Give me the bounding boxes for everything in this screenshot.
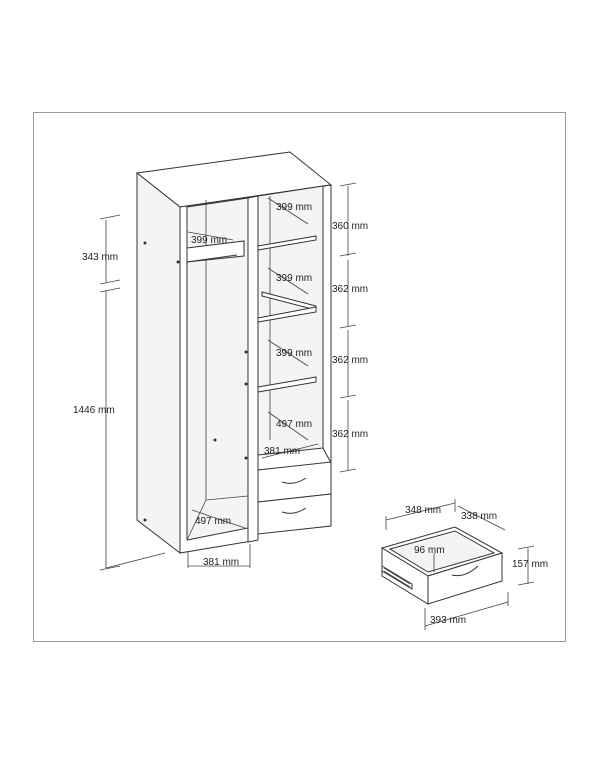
center-divider — [247, 195, 259, 543]
dim-depth-bottom: 497 mm — [191, 509, 246, 529]
drawer-handle-top — [281, 477, 307, 484]
label-rail-height: 343 mm — [82, 252, 118, 263]
label-depth-bottom: 497 mm — [195, 516, 231, 527]
label-drawer-depth: 338 mm — [461, 511, 497, 522]
label-shelf-depth-3: 399 mm — [276, 348, 312, 359]
shelf-1 — [257, 235, 317, 251]
label-gap-3: 362 mm — [332, 355, 368, 366]
right-compartment — [257, 185, 324, 479]
dim-gaps: 360 mm 362 mm 362 mm 362 mm — [332, 182, 368, 473]
wardrobe-body — [135, 151, 333, 555]
dim-shelf-depths: 399 mm 399 mm 399 mm 497 mm 381 mm — [261, 197, 319, 459]
label-gap-2: 362 mm — [332, 284, 368, 295]
label-right-width: 381 mm — [264, 446, 300, 457]
drawer-handle — [451, 565, 479, 577]
dim-total-height: 1446 mm — [73, 287, 166, 571]
label-width: 381 mm — [203, 557, 239, 568]
label-shelf-depth-1: 399 mm — [276, 202, 312, 213]
label-drawer-width: 393 mm — [430, 615, 466, 626]
label-drawer-width-inner: 348 mm — [405, 505, 441, 516]
label-gap-1: 360 mm — [332, 221, 368, 232]
drawer-handle-bottom — [281, 507, 307, 514]
dim-rail-depth: 399 mm — [187, 231, 234, 246]
drawer-bottom — [257, 493, 332, 535]
label-gap-4: 362 mm — [332, 429, 368, 440]
shelf-2 — [257, 306, 317, 323]
label-shelf-depth-2: 399 mm — [276, 273, 312, 284]
label-rail-depth: 399 mm — [191, 235, 227, 246]
dim-left-width: 381 mm — [187, 544, 251, 568]
drawer-front — [427, 552, 503, 605]
drawer-interior — [388, 530, 496, 573]
drawer-detail — [380, 526, 504, 605]
hanging-rail — [186, 240, 245, 263]
label-drawer-inner-height: 96 mm — [414, 545, 445, 556]
label-right-depth: 497 mm — [276, 419, 312, 430]
shelf-3 — [257, 376, 317, 393]
wardrobe-left-side — [136, 171, 181, 555]
label-drawer-height: 157 mm — [512, 559, 548, 570]
label-total-height: 1446 mm — [73, 405, 115, 416]
dim-drawer: 348 mm 338 mm 96 mm 157 mm 393 mm — [385, 499, 548, 630]
dim-rail-height: 343 mm — [82, 214, 121, 285]
